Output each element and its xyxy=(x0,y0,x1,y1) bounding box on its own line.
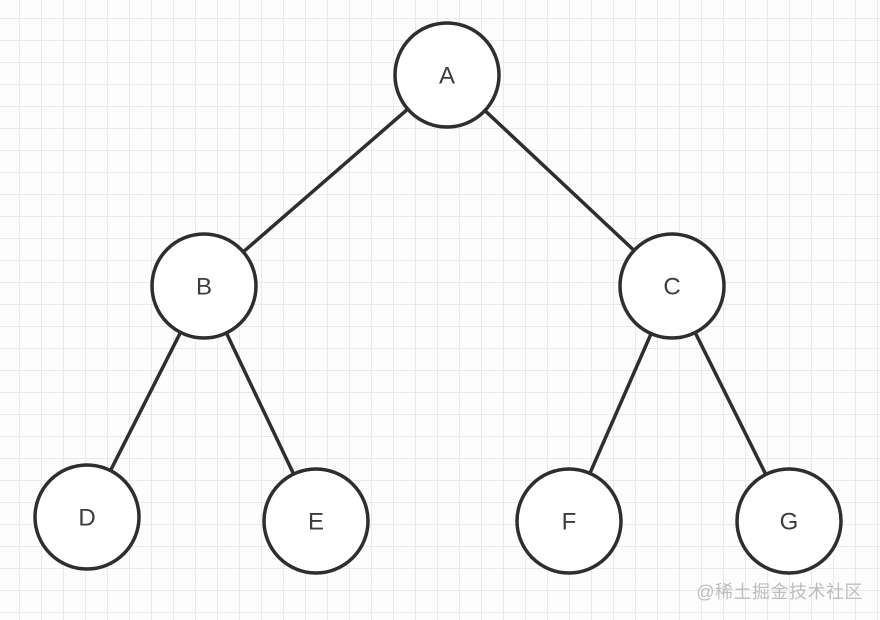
node-circle-G xyxy=(735,467,843,575)
node-label-C: C xyxy=(663,274,680,301)
node-circle-F xyxy=(515,467,623,575)
tree-node-A: A xyxy=(393,21,501,129)
watermark-text: @稀土掘金技术社区 xyxy=(696,582,863,602)
node-label-A: A xyxy=(439,63,455,90)
node-circle-D xyxy=(33,463,141,571)
node-circle-E xyxy=(262,467,370,575)
node-label-D: D xyxy=(78,505,95,532)
tree-node-B: B xyxy=(150,232,258,340)
node-circle-C xyxy=(618,232,726,340)
tree-nodes-layer: A B C D E F G xyxy=(33,21,843,575)
tree-node-E: E xyxy=(262,467,370,575)
node-label-B: B xyxy=(196,274,212,301)
tree-node-C: C xyxy=(618,232,726,340)
node-label-E: E xyxy=(308,509,324,536)
node-circle-B xyxy=(150,232,258,340)
node-circle-A xyxy=(393,21,501,129)
node-label-G: G xyxy=(780,509,799,536)
tree-node-D: D xyxy=(33,463,141,571)
node-label-F: F xyxy=(562,509,577,536)
tree-node-G: G xyxy=(735,467,843,575)
tree-node-F: F xyxy=(515,467,623,575)
